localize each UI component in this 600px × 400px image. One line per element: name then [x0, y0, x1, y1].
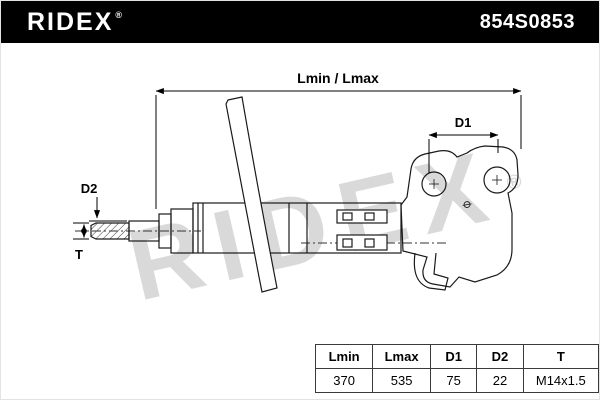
watermark-registered-icon: ® [505, 170, 525, 195]
bracket-hole-right [483, 166, 511, 194]
header-bar: RIDEX ® 854S0853 [1, 1, 599, 43]
spec-value-d2: 22 [476, 368, 524, 393]
spec-header-lmax: Lmax [372, 344, 431, 369]
brand-text: RIDEX [27, 7, 114, 36]
dimension-label-length: Lmin / Lmax [297, 70, 379, 86]
spec-header-lmin: Lmin [314, 344, 374, 369]
dimension-label-t: T [75, 247, 83, 262]
watermark-text: RIDEX [119, 129, 510, 323]
spec-table-header-row: Lmin Lmax D1 D2 T [314, 344, 599, 369]
cylinder-body [192, 202, 402, 254]
spec-value-t: M14x1.5 [522, 368, 599, 393]
shock-absorber-drawing [90, 96, 519, 293]
brand-logo: RIDEX ® [27, 7, 123, 36]
spec-header-d2: D2 [476, 344, 524, 369]
spec-header-t: T [522, 344, 599, 369]
spec-table: Lmin Lmax D1 D2 T 370 535 75 22 M14x1.5 [314, 344, 599, 393]
threaded-tip [90, 222, 130, 240]
spec-value-lmin: 370 [314, 368, 374, 393]
mounting-bracket [400, 145, 519, 288]
spec-value-lmax: 535 [372, 368, 431, 393]
registered-trademark-icon: ® [115, 9, 123, 20]
dimension-label-d2: D2 [81, 181, 98, 196]
dimension-lines [73, 87, 522, 240]
spec-value-d1: 75 [429, 368, 478, 393]
dimension-label-d1: D1 [455, 115, 472, 130]
part-number: 854S0853 [479, 10, 575, 33]
body-clamp [336, 209, 388, 251]
spec-header-d1: D1 [429, 344, 478, 369]
lower-bracket-tab [413, 252, 449, 291]
watermark: RIDEX ® [119, 129, 525, 323]
spring-seat [225, 96, 278, 293]
spec-table-value-row: 370 535 75 22 M14x1.5 [314, 368, 599, 393]
bracket-hole-left [421, 171, 447, 197]
